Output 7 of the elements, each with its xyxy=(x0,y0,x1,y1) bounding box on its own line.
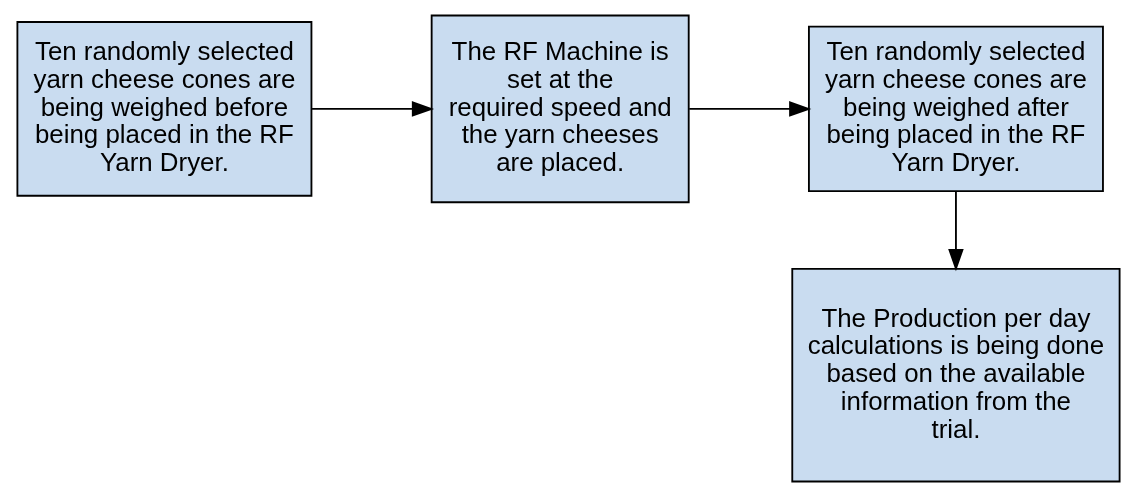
node-box: Ten randomly selected yarn cheese cones are being weighed after being placed in the RF Yarn Dryer. xyxy=(807,25,1104,193)
arrow xyxy=(310,101,434,117)
arrow xyxy=(687,101,811,117)
arrow xyxy=(947,190,964,272)
node-box: The Production per day calculations is being done based on the available information from the trial. xyxy=(790,267,1121,483)
node-box: Ten randomly selected yarn cheese cones are being weighed before being placed in the RF Yarn Dryer. xyxy=(15,21,312,197)
node-box: The RF Machine is set at the required speed and the yarn cheeses are placed. xyxy=(430,14,690,204)
